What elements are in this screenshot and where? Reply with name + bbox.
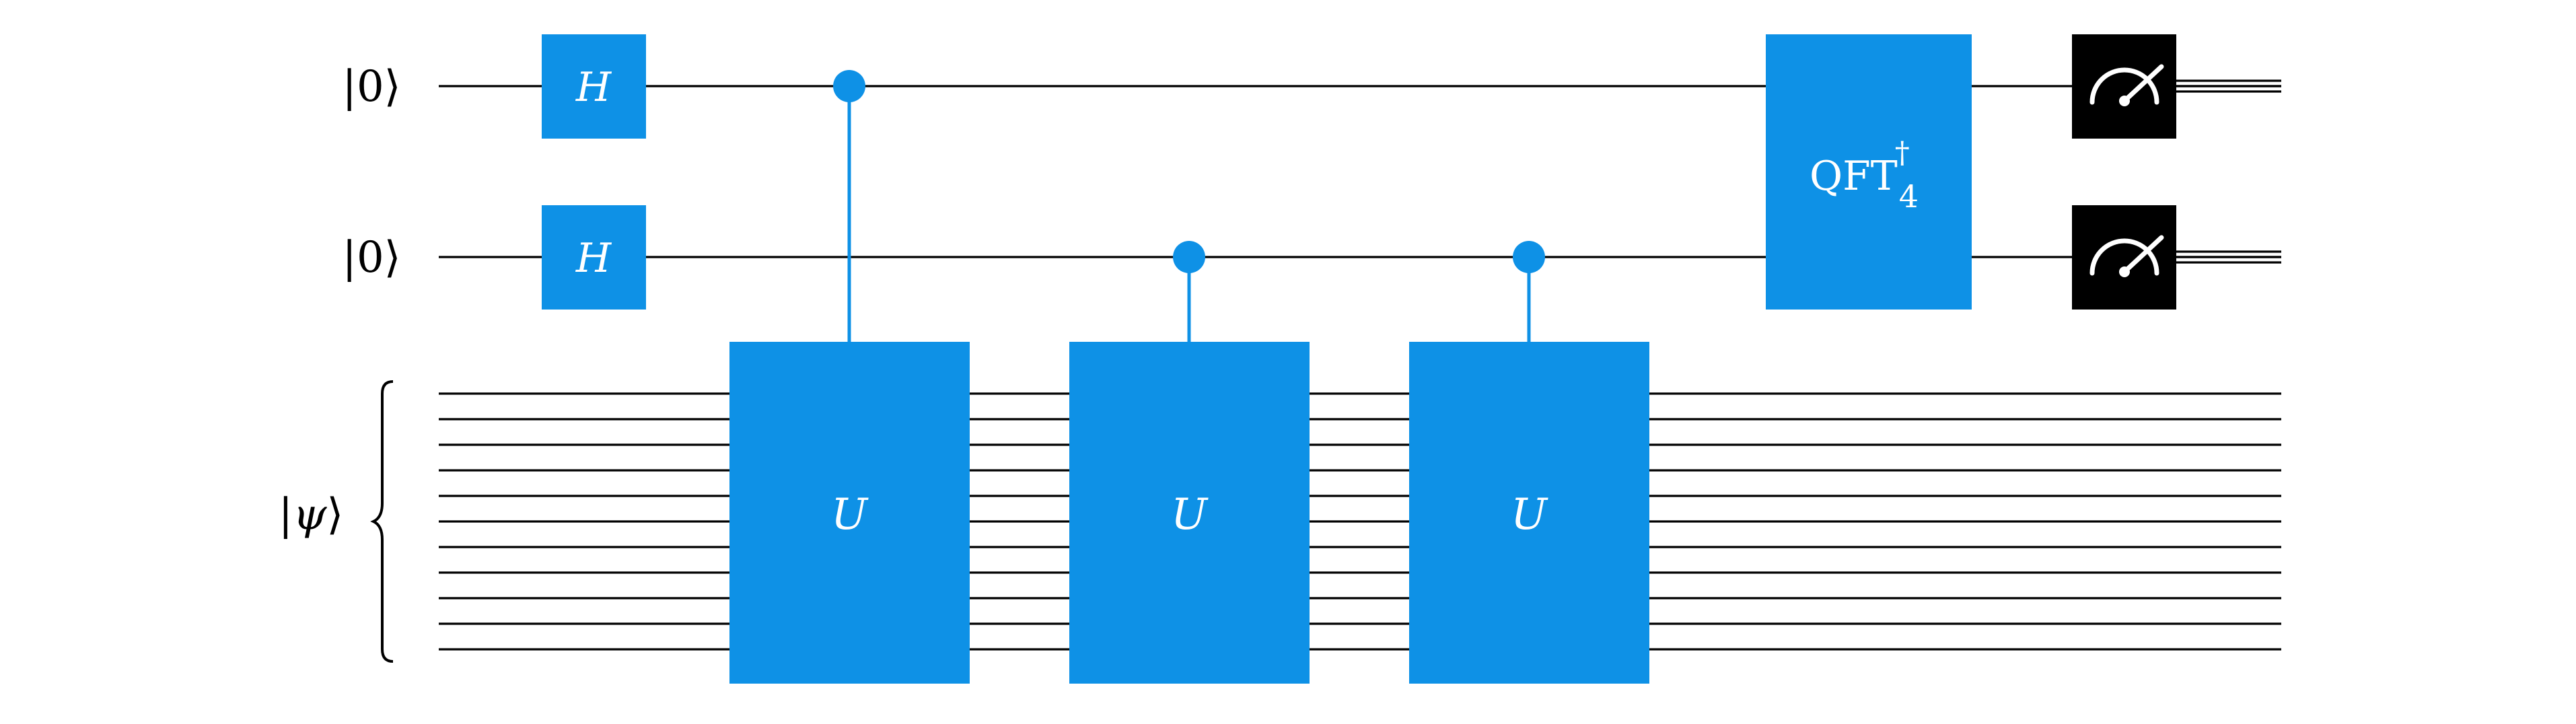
control-dot-icon (833, 70, 865, 102)
classical-wire-0 (2176, 79, 2281, 93)
qft-subscript: 4 (1899, 178, 1919, 215)
qubit-label-1: |0⟩ (342, 233, 400, 283)
qft-gate-label: QFT† 4 (1810, 136, 1919, 215)
hadamard-gate-0: H (542, 34, 646, 139)
meter-icon (2089, 235, 2164, 277)
controlled-u-gate-0: U (729, 342, 970, 684)
controlled-u-gate-2: U (1409, 342, 1649, 684)
measurement-gate-0 (2072, 34, 2176, 139)
hadamard-gate-label: H (575, 235, 612, 282)
control-dot-icon (1513, 241, 1545, 273)
unitary-gate-label: U (831, 490, 869, 540)
inverse-qft-gate: QFT† 4 (1766, 34, 1972, 310)
classical-wire-1 (2176, 250, 2281, 264)
curly-brace-icon (370, 380, 394, 663)
control-dot-icon (1173, 241, 1205, 273)
unitary-gate-label: U (1511, 490, 1548, 540)
qft-superscript: † (1895, 136, 1910, 170)
qubit-label-0: |0⟩ (342, 62, 400, 112)
qft-base: QFT (1810, 153, 1898, 200)
unitary-gate-label: U (1171, 490, 1209, 540)
register-label: |ψ⟩ (279, 490, 344, 540)
measurement-gate-1 (2072, 205, 2176, 310)
hadamard-gate-label: H (575, 64, 612, 111)
register-wires (439, 392, 2281, 651)
hadamard-gate-1: H (542, 205, 646, 310)
controlled-u-gate-1: U (1069, 342, 1310, 684)
meter-icon (2089, 64, 2164, 106)
